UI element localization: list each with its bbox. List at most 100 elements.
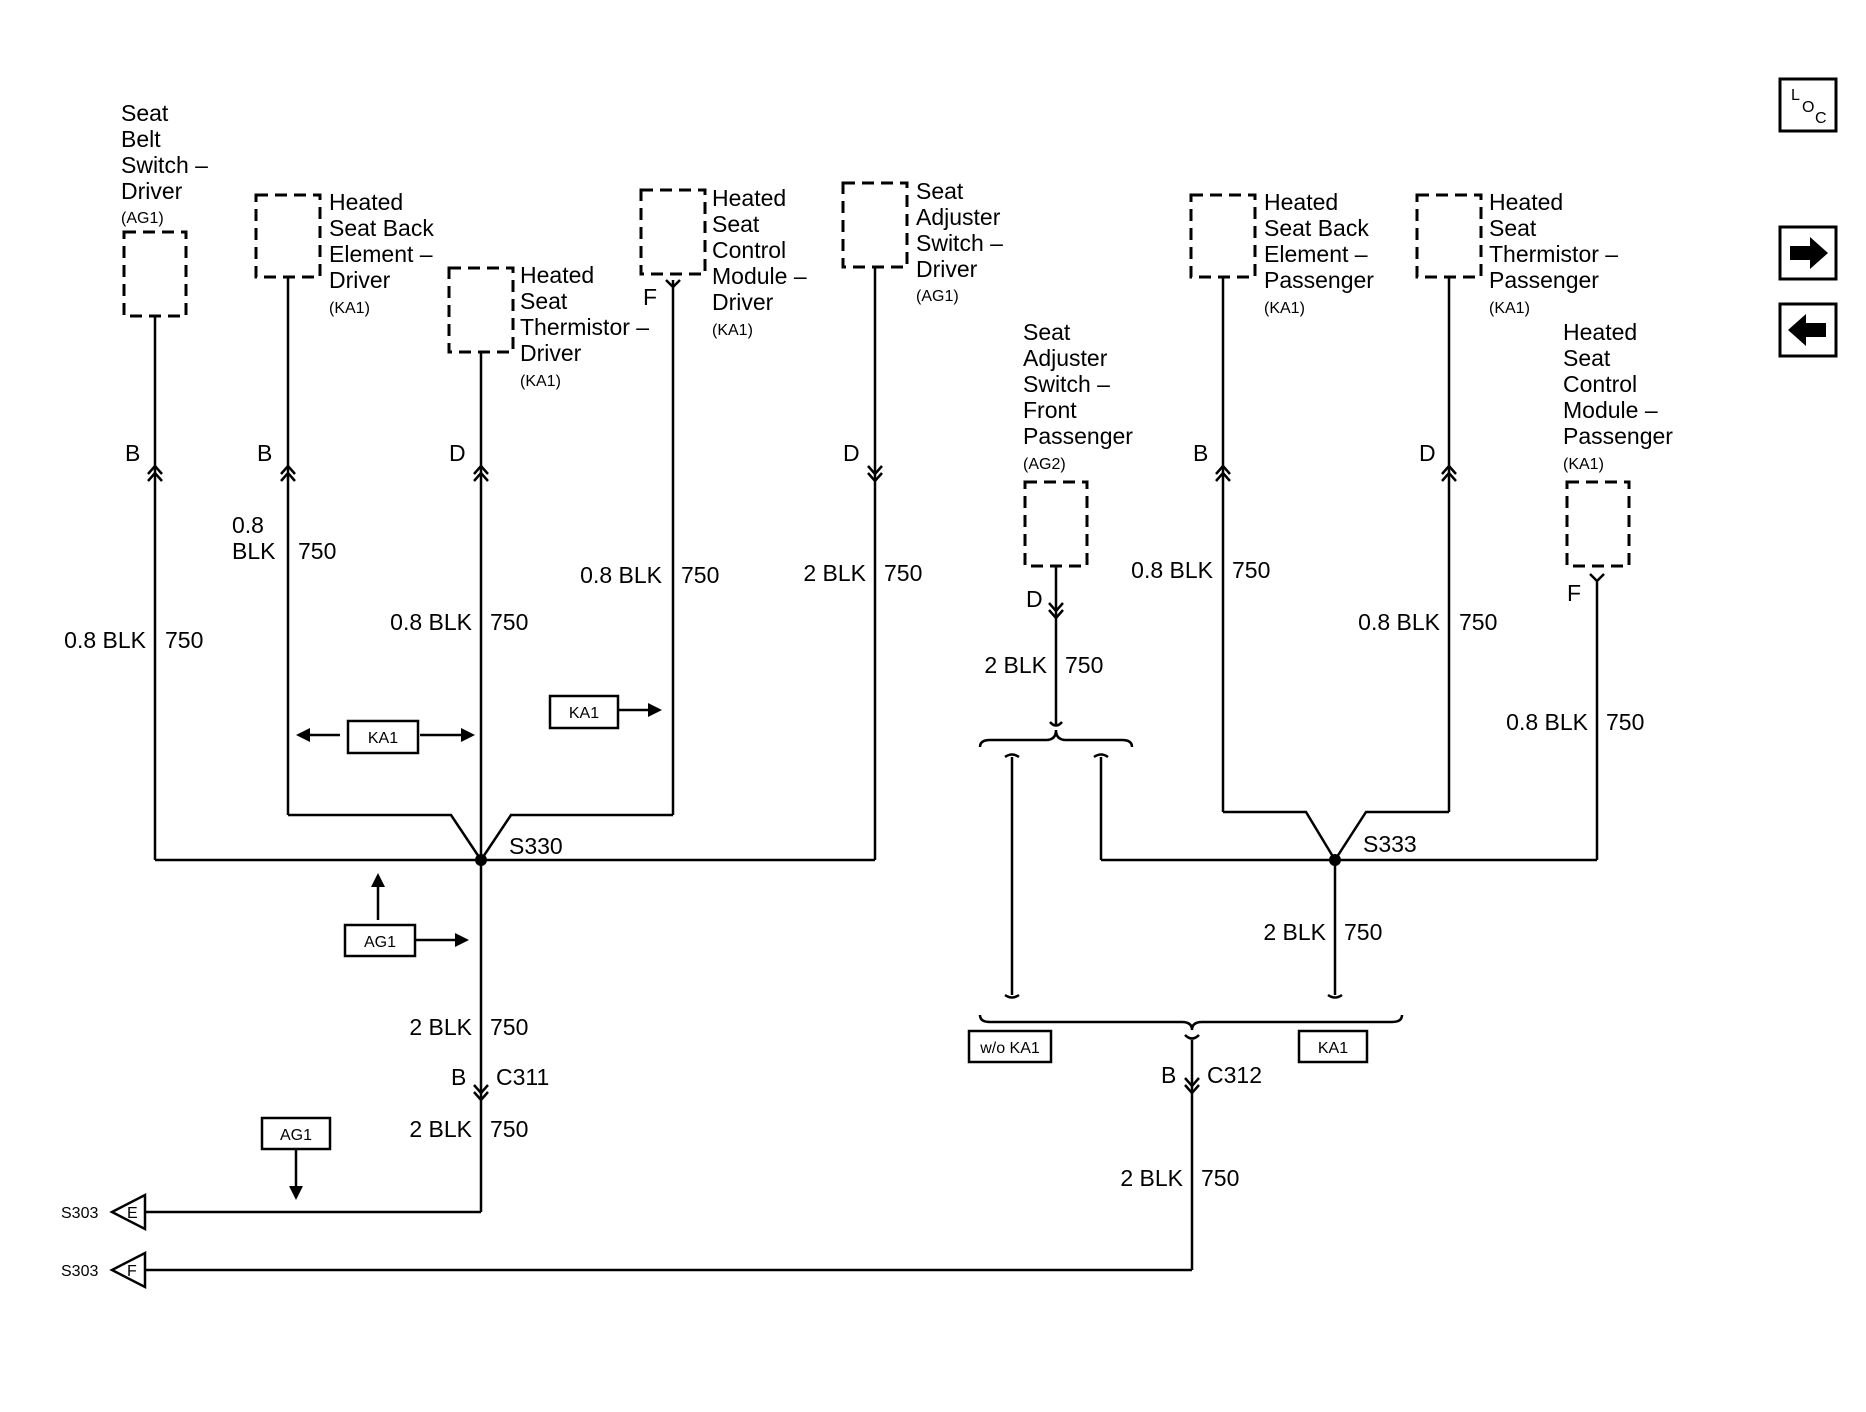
wire-circuit: 750	[681, 562, 719, 588]
pin-letter: B	[1193, 440, 1208, 466]
reference-label: S303	[61, 1263, 98, 1280]
label-line: Adjuster	[1023, 345, 1108, 371]
label-line: Heated	[520, 262, 594, 288]
heated-seat-control-driver-label: Heated Seat Control Module – Driver (KA1…	[712, 185, 807, 339]
label-line: Heated	[712, 185, 786, 211]
label-line: Seat	[121, 100, 169, 126]
option-code: (KA1)	[1563, 456, 1604, 473]
label-line: Passenger	[1264, 267, 1374, 293]
label-line: Seat	[1563, 345, 1611, 371]
pin-letter: B	[257, 440, 272, 466]
label-line: Belt	[121, 126, 161, 152]
wire-gauge-color: 0.8 BLK	[580, 562, 662, 588]
option-box-ka1-left: KA1	[346, 719, 420, 755]
label-line: Thermistor –	[1489, 241, 1618, 267]
pin-letter: D	[1026, 586, 1043, 612]
option-box-ka1-right: KA1	[1297, 1029, 1369, 1064]
option-code: (KA1)	[712, 322, 753, 339]
label-line: Switch –	[916, 230, 1003, 256]
wire-gauge-color: 2 BLK	[1120, 1165, 1183, 1191]
heated-seat-control-passenger-box	[1565, 480, 1631, 568]
label-line: Adjuster	[916, 204, 1001, 230]
label-line: Module –	[1563, 397, 1658, 423]
label-line: Heated	[329, 189, 403, 215]
label-line: Passenger	[1023, 423, 1133, 449]
wire-circuit: 750	[165, 627, 203, 653]
seat-adjuster-front-passenger-box	[1023, 480, 1089, 568]
heated-seat-thermistor-passenger-box	[1415, 193, 1483, 279]
option-box-ag1-bottom: AG1	[260, 1116, 332, 1151]
label-line: Heated	[1563, 319, 1637, 345]
reference-s303-e[interactable]: E S303	[61, 1192, 147, 1232]
reference-letter: E	[127, 1205, 138, 1222]
reference-s303-f[interactable]: F S303	[61, 1250, 147, 1290]
splice-s333-dot	[1329, 854, 1341, 866]
wire-gauge-color: 0.8 BLK	[1358, 609, 1440, 635]
heated-seat-thermistor-passenger-label: Heated Seat Thermistor – Passenger (KA1)	[1489, 189, 1618, 317]
label-line: Seat	[1489, 215, 1537, 241]
seat-belt-switch-driver-box	[122, 230, 188, 318]
loc-letter-c: C	[1815, 110, 1827, 127]
loc-letter-l: L	[1791, 87, 1800, 104]
option-box-text: KA1	[569, 705, 599, 722]
label-line: Heated	[1264, 189, 1338, 215]
connector-c312-label: C312	[1207, 1062, 1262, 1088]
heated-seat-back-passenger-label: Heated Seat Back Element – Passenger (KA…	[1264, 189, 1374, 317]
wire-gauge-color: 2 BLK	[1263, 919, 1326, 945]
seat-adjuster-switch-driver-label: Seat Adjuster Switch – Driver (AG1)	[916, 178, 1003, 305]
loc-letter-o: O	[1802, 99, 1814, 116]
arrow-right-icon	[1790, 237, 1828, 269]
wire-gauge-color: 0.8 BLK	[1506, 709, 1588, 735]
reference-arrow-icon	[109, 1250, 147, 1290]
back-button[interactable]	[1778, 302, 1838, 358]
pin-letter: F	[643, 284, 657, 310]
label-line: Switch –	[121, 152, 208, 178]
label-line: Driver	[916, 256, 978, 282]
arrow-left-icon	[1788, 314, 1826, 346]
option-code: (AG1)	[916, 288, 959, 305]
wire-circuit: 750	[490, 1116, 528, 1142]
reference-letter: F	[127, 1263, 137, 1280]
reference-label: S303	[61, 1205, 98, 1222]
label-line: Seat	[712, 211, 760, 237]
heated-seat-control-passenger-label: Heated Seat Control Module – Passenger (…	[1563, 319, 1673, 473]
label-line: Seat	[1023, 319, 1071, 345]
wire-color: BLK	[232, 538, 276, 564]
wire-gauge-color: 2 BLK	[984, 652, 1047, 678]
forward-button[interactable]	[1778, 225, 1838, 281]
wire-gauge-color: 2 BLK	[409, 1116, 472, 1142]
label-line: Module –	[712, 263, 807, 289]
wire-circuit: 750	[1201, 1165, 1239, 1191]
label-line: Front	[1023, 397, 1077, 423]
wire-gauge-color: 2 BLK	[803, 560, 866, 586]
label-line: Control	[712, 237, 786, 263]
option-box-text: KA1	[1318, 1040, 1348, 1057]
connector-c311-label: C311	[496, 1064, 549, 1090]
loc-button[interactable]: L O C	[1778, 77, 1838, 133]
heated-seat-back-passenger-box	[1189, 193, 1257, 279]
wire-gauge-color: 0.8 BLK	[1131, 557, 1213, 583]
label-line: Thermistor –	[520, 314, 649, 340]
option-box-text: w/o KA1	[979, 1040, 1040, 1057]
reference-arrow-icon	[109, 1192, 147, 1232]
label-line: Driver	[520, 340, 582, 366]
wire-circuit: 750	[884, 560, 922, 586]
wire-circuit: 750	[490, 1014, 528, 1040]
wire-gauge-color: 0.8 BLK	[64, 627, 146, 653]
option-box-text: AG1	[280, 1127, 312, 1144]
option-code: (KA1)	[329, 300, 370, 317]
wires	[145, 267, 1599, 1272]
option-code: (AG1)	[121, 210, 164, 227]
pin-letter: F	[1567, 580, 1581, 606]
wire-circuit: 750	[298, 538, 336, 564]
label-line: Driver	[329, 267, 391, 293]
option-code: (KA1)	[1489, 300, 1530, 317]
seat-adjuster-switch-driver-box	[841, 181, 909, 269]
label-line: Switch –	[1023, 371, 1110, 397]
wire-gauge-color: 0.8 BLK	[390, 609, 472, 635]
splice-s330-label: S330	[509, 833, 563, 859]
pin-letter: D	[1419, 440, 1436, 466]
splice-s330-dot	[475, 854, 487, 866]
label-line: Heated	[1489, 189, 1563, 215]
